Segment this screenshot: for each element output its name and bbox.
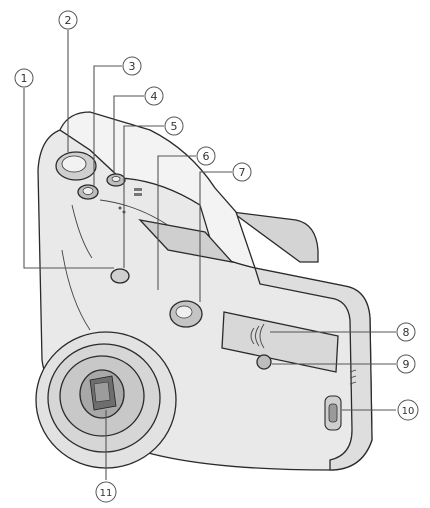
callout-1: 1 — [14, 68, 34, 88]
leader-1 — [23, 88, 114, 269]
callout-10-label: 10 — [402, 406, 415, 417]
callout-badges: 1 2 3 4 5 6 7 8 — [14, 10, 419, 503]
callout-6: 6 — [196, 146, 216, 166]
camera-right-panel — [254, 267, 373, 471]
front-band — [221, 311, 339, 373]
callout-5: 5 — [164, 116, 184, 136]
camera-illustration — [35, 111, 373, 471]
callout-3-label: 3 — [129, 60, 136, 73]
leader-lines — [23, 30, 396, 480]
callout-8: 8 — [396, 322, 416, 342]
callout-3: 3 — [122, 56, 142, 76]
callout-1-label: 1 — [21, 72, 28, 85]
flash-panel — [138, 219, 234, 263]
callout-11-label: 11 — [100, 488, 113, 499]
callout-11: 11 — [95, 481, 117, 503]
leader-6 — [157, 155, 196, 290]
callout-10: 10 — [397, 399, 419, 421]
callout-9: 9 — [396, 354, 416, 374]
callout-4-label: 4 — [151, 90, 158, 103]
light-sensor — [256, 354, 272, 370]
callout-4: 4 — [144, 86, 164, 106]
callout-7: 7 — [232, 162, 252, 182]
leader-5 — [123, 125, 164, 268]
callout-2-label: 2 — [65, 14, 72, 27]
leader-3 — [93, 65, 122, 186]
callout-5-label: 5 — [171, 120, 178, 133]
callout-2: 2 — [58, 10, 78, 30]
callout-9-label: 9 — [403, 358, 410, 371]
callout-8-label: 8 — [403, 326, 410, 339]
camera-side-panel — [229, 211, 319, 263]
callout-6-label: 6 — [203, 150, 210, 163]
self-timer-lamp — [110, 268, 130, 284]
side-switch — [324, 395, 342, 431]
af-window — [250, 323, 265, 349]
leader-7 — [199, 171, 232, 302]
callout-7-label: 7 — [239, 166, 246, 179]
leader-4 — [113, 95, 144, 174]
